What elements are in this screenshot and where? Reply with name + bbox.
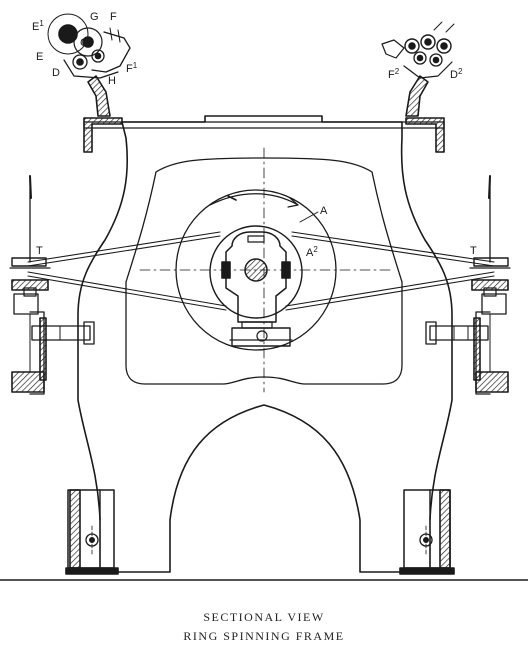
right-drafting-rollers: [381, 21, 455, 79]
caption-line-2: RING SPINNING FRAME: [183, 629, 345, 643]
caption-line-1: SECTIONAL VIEW: [203, 610, 325, 624]
left-drafting-rollers: [47, 13, 131, 79]
frame-outline: [77, 115, 453, 573]
label-t-right: T: [470, 245, 477, 257]
bearing-housing: [225, 231, 287, 323]
top-rail: [83, 121, 445, 129]
label-f: F: [110, 11, 117, 23]
label-t-left: T: [36, 245, 43, 257]
label-d2: D2: [450, 67, 463, 81]
pulley-a2: [209, 225, 303, 319]
label-c: C: [80, 37, 88, 49]
right-roller-stand: [405, 75, 429, 117]
right-top-bracket: [405, 117, 445, 153]
label-e1: E1: [32, 19, 44, 33]
label-f2: F2: [388, 67, 400, 81]
left-foot: [65, 489, 119, 575]
label-e: E: [36, 51, 43, 63]
left-top-bracket: [83, 117, 123, 153]
bearing-bolt-right: [281, 261, 291, 279]
right-foot: [399, 489, 455, 575]
pedestal-bolt: [256, 330, 268, 342]
label-d: D: [52, 67, 60, 79]
right-spindle-rail-bolt: [425, 321, 489, 345]
label-f1: F1: [126, 61, 138, 75]
left-roller-stand: [87, 75, 111, 117]
tin-cylinder-a: [175, 189, 337, 351]
right-spindle-assembly: [469, 175, 511, 395]
label-g: G: [90, 11, 99, 23]
left-spindle-assembly: [9, 175, 51, 395]
label-a2: A2: [306, 245, 318, 259]
label-a: A: [320, 205, 328, 217]
label-h: H: [108, 75, 116, 87]
bearing-cap-bolt: [247, 235, 265, 243]
driving-bands: [27, 231, 495, 311]
left-spindle-rail-bolt: [31, 321, 95, 345]
part-labels: E1 G F E C F1 D H F2 D2 A A2 T T: [32, 11, 477, 259]
drive-shaft: [244, 258, 268, 282]
bearing-bolt-left: [221, 261, 231, 279]
leader-a: [299, 211, 319, 223]
rotation-arrow: [209, 193, 299, 206]
frame-inner-recess: [125, 157, 403, 385]
